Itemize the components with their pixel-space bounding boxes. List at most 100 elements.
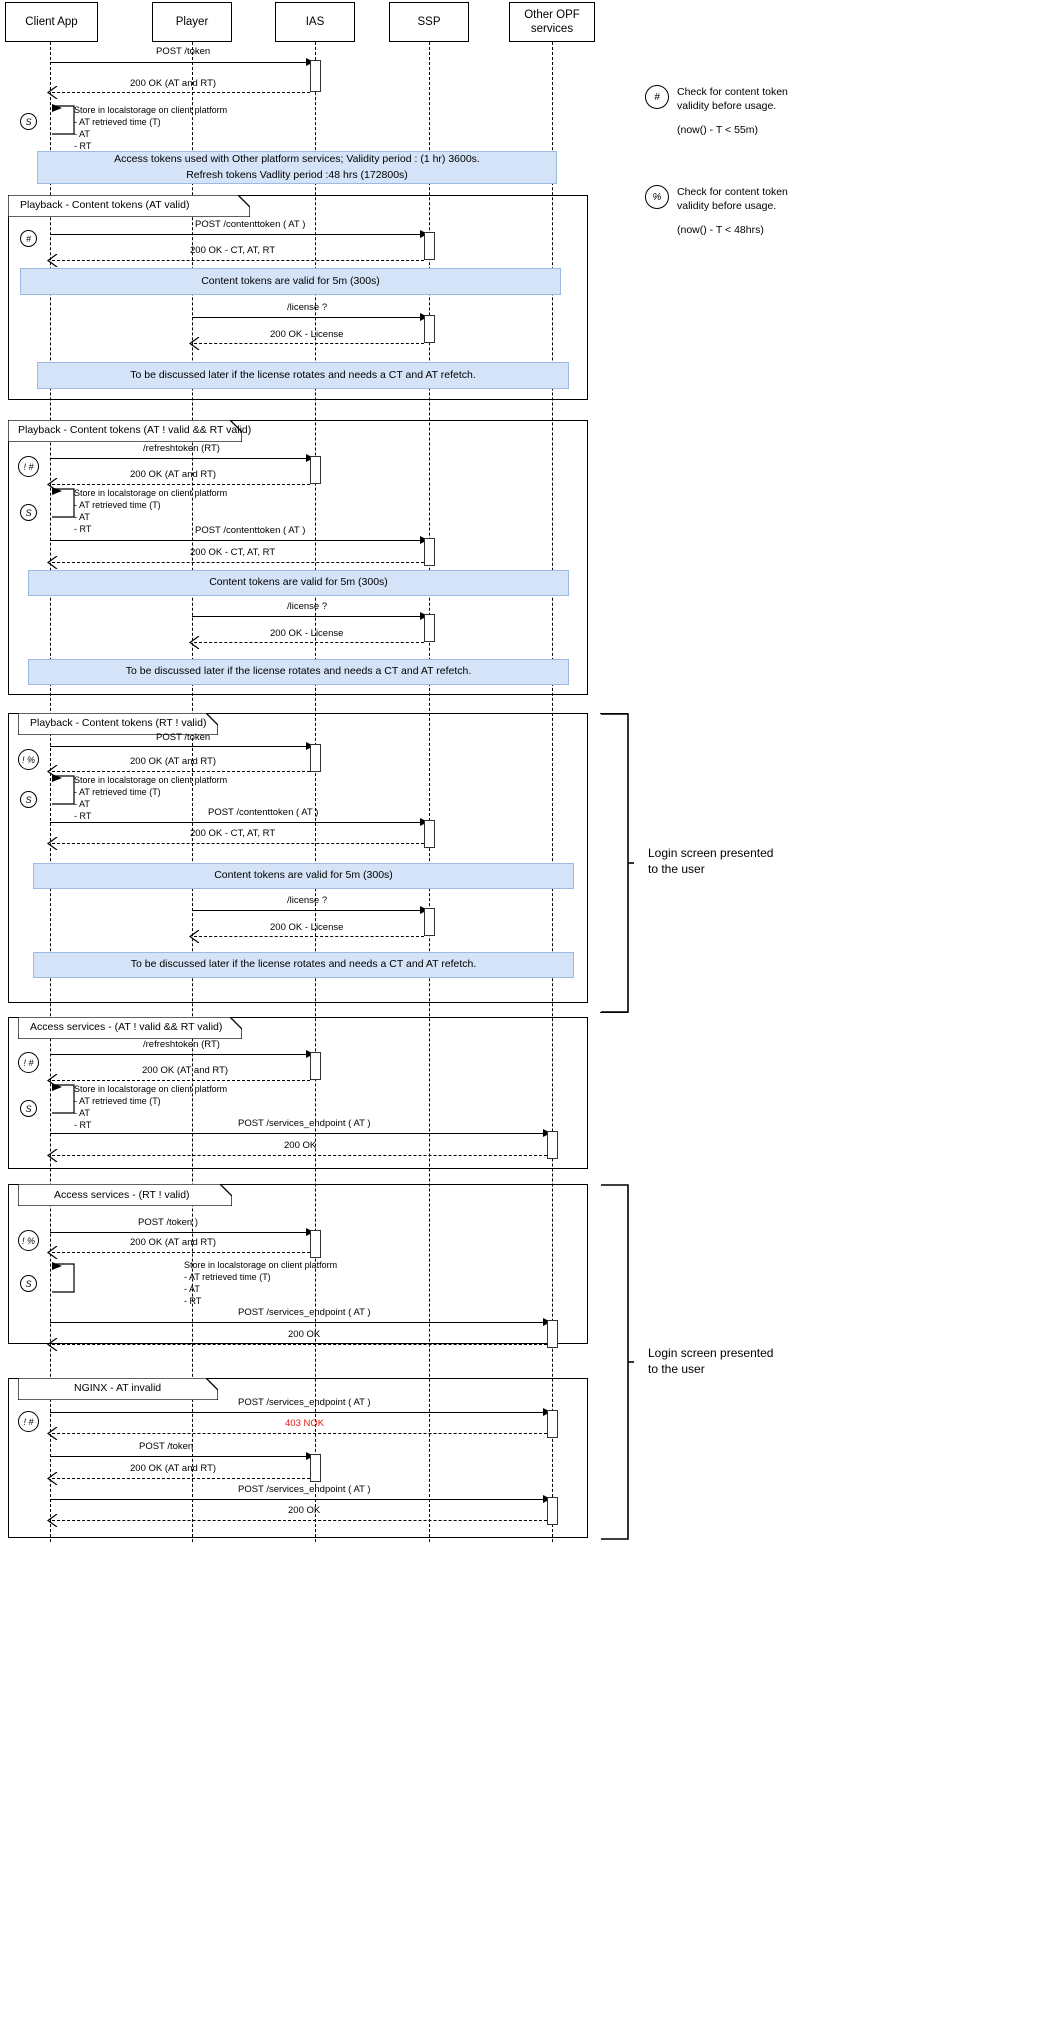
arrow-ok-license-1	[194, 343, 424, 344]
lifeline-head-client[interactable]: Client App	[5, 2, 98, 42]
activation-ias-3	[310, 744, 321, 772]
message-label-post-contenttoken-1: POST /contenttoken ( AT )	[195, 219, 306, 230]
arrow-post-token-3	[50, 746, 308, 747]
message-label-ok-at-rt-4: 200 OK (AT and RT)	[142, 1065, 229, 1076]
activation-ias-1	[310, 60, 321, 92]
fragment-playback-rt-invalid	[8, 713, 588, 1003]
fragment-label-2: Playback - Content tokens (AT ! valid &&…	[18, 424, 252, 436]
note-license-rotate-1: To be discussed later if the license rot…	[37, 362, 569, 389]
arrow-ok-200-5	[52, 1344, 547, 1345]
arrow-refreshtoken-4	[50, 1054, 308, 1055]
marker-bang-pct-3: ! %	[18, 749, 39, 770]
message-label-refreshtoken-2: /refreshtoken (RT)	[143, 443, 220, 454]
fragment-label-6: NGINX - AT invalid	[74, 1382, 162, 1394]
self-message-store-1	[52, 104, 75, 135]
arrowhead-ok-at-rt-6	[46, 1472, 58, 1485]
store-note-text-2: Store in localstorage on client platform…	[74, 488, 228, 535]
message-label-ok-200-5: 200 OK	[288, 1329, 321, 1340]
message-label-refreshtoken-4: /refreshtoken (RT)	[143, 1039, 220, 1050]
lifeline-head-opf[interactable]: Other OPF services	[509, 2, 595, 42]
marker-store-2: S	[20, 504, 37, 521]
activation-opf-4	[547, 1131, 558, 1159]
arrowhead-ok-ct-1	[46, 254, 58, 267]
message-label-post-token-6: POST /token	[139, 1441, 194, 1452]
activation-ssp-license-1	[424, 315, 435, 343]
arrowhead-ok-license-1	[188, 337, 200, 350]
arrow-ok-200-6	[52, 1520, 547, 1521]
arrow-post-contenttoken-2	[50, 540, 422, 541]
activation-opf-6	[547, 1410, 558, 1438]
lifeline-opf	[552, 42, 553, 1542]
arrow-ok-at-rt-3	[52, 771, 310, 772]
lifeline-label-ias: IAS	[305, 15, 325, 28]
store-note-text-1: Store in localstorage on client platform…	[74, 105, 228, 152]
store-note-text-3: Store in localstorage on client platform…	[74, 775, 228, 822]
activation-opf-6b	[547, 1497, 558, 1525]
arrow-ok-at-rt-2	[52, 484, 310, 485]
arrow-ok-ct-3	[52, 843, 424, 844]
note-content-tokens-1: Content tokens are valid for 5m (300s)	[20, 268, 561, 295]
store-note-text-4: Store in localstorage on client platform…	[74, 1084, 228, 1131]
arrow-post-services-5	[50, 1322, 545, 1323]
arrow-post-contenttoken-3	[50, 822, 422, 823]
message-label-403-nok: 403 NOK	[285, 1418, 325, 1429]
marker-store-4: S	[20, 1100, 37, 1117]
marker-bang-pct-5: ! %	[18, 1230, 39, 1251]
message-label-post-token-3: POST /token	[156, 732, 211, 743]
arrow-license-2	[192, 616, 422, 617]
arrow-ok-ct-2	[52, 562, 424, 563]
message-label-post-services-4: POST /services_endpoint ( AT )	[238, 1118, 371, 1129]
note-license-rotate-2: To be discussed later if the license rot…	[28, 659, 569, 685]
activation-opf-5	[547, 1320, 558, 1348]
activation-ias-5	[310, 1230, 321, 1258]
note-content-tokens-3: Content tokens are valid for 5m (300s)	[33, 863, 574, 889]
arrow-ok-license-2	[194, 642, 424, 643]
lifeline-head-player[interactable]: Player	[152, 2, 232, 42]
arrow-license-3	[192, 910, 422, 911]
arrow-refreshtoken-2	[50, 458, 308, 459]
message-label-ok-at-rt-6: 200 OK (AT and RT)	[130, 1463, 217, 1474]
arrowhead-ok-at-rt-5	[46, 1246, 58, 1259]
message-label-ok-200-6: 200 OK	[288, 1505, 321, 1516]
brace-shape-1	[601, 713, 634, 1013]
arrowhead-ok-ct-2	[46, 556, 58, 569]
marker-store-5: S	[20, 1275, 37, 1292]
legend-text-percent: Check for content token validity before …	[677, 186, 788, 213]
activation-ssp-2	[424, 538, 435, 566]
lifeline-head-ssp[interactable]: SSP	[389, 2, 469, 42]
arrow-post-token-6	[50, 1456, 308, 1457]
self-message-store-3	[52, 774, 75, 805]
marker-bang-hash-2: ! #	[18, 456, 39, 477]
legend-sub-hash: (now() - T < 55m)	[677, 124, 759, 136]
arrow-post-token-5	[50, 1232, 308, 1233]
fragment-label-5: Access services - (RT ! valid)	[54, 1189, 190, 1201]
legend-symbol-percent: %	[645, 185, 669, 209]
lifeline-head-ias[interactable]: IAS	[275, 2, 355, 42]
fragment-tab-6	[18, 1378, 218, 1400]
arrow-ok-200-4	[52, 1155, 547, 1156]
arrowhead-ok-200-6	[46, 1514, 58, 1527]
fragment-tab-5	[18, 1184, 232, 1206]
lifeline-label-ssp: SSP	[417, 15, 441, 28]
arrow-post-services-6	[50, 1412, 545, 1413]
fragment-tab-4	[18, 1017, 242, 1039]
message-label-post-services-5: POST /services_endpoint ( AT )	[238, 1307, 371, 1318]
self-message-store-2	[52, 487, 75, 518]
arrow-ok-license-3	[194, 936, 424, 937]
activation-ias-4	[310, 1052, 321, 1080]
brace-label-2: Login screen presented to the user	[648, 1346, 774, 1377]
arrowhead-ok-ct-3	[46, 837, 58, 850]
marker-store-1: S	[20, 113, 37, 130]
note-content-tokens-2: Content tokens are valid for 5m (300s)	[28, 570, 569, 596]
arrow-ok-at-rt-1	[52, 92, 310, 93]
arrowhead-ok-200-5	[46, 1338, 58, 1351]
self-message-store-5	[52, 1262, 75, 1293]
lifeline-ssp	[429, 42, 430, 1542]
message-label-ok-ct-3: 200 OK - CT, AT, RT	[190, 828, 276, 839]
arrow-license-1	[192, 317, 422, 318]
marker-bang-hash-4: ! #	[18, 1052, 39, 1073]
message-label-post-services-6b: POST /services_endpoint ( AT )	[238, 1484, 371, 1495]
message-label-post-contenttoken-3: POST /contenttoken ( AT )	[208, 807, 319, 818]
arrow-ok-at-rt-6	[52, 1478, 310, 1479]
